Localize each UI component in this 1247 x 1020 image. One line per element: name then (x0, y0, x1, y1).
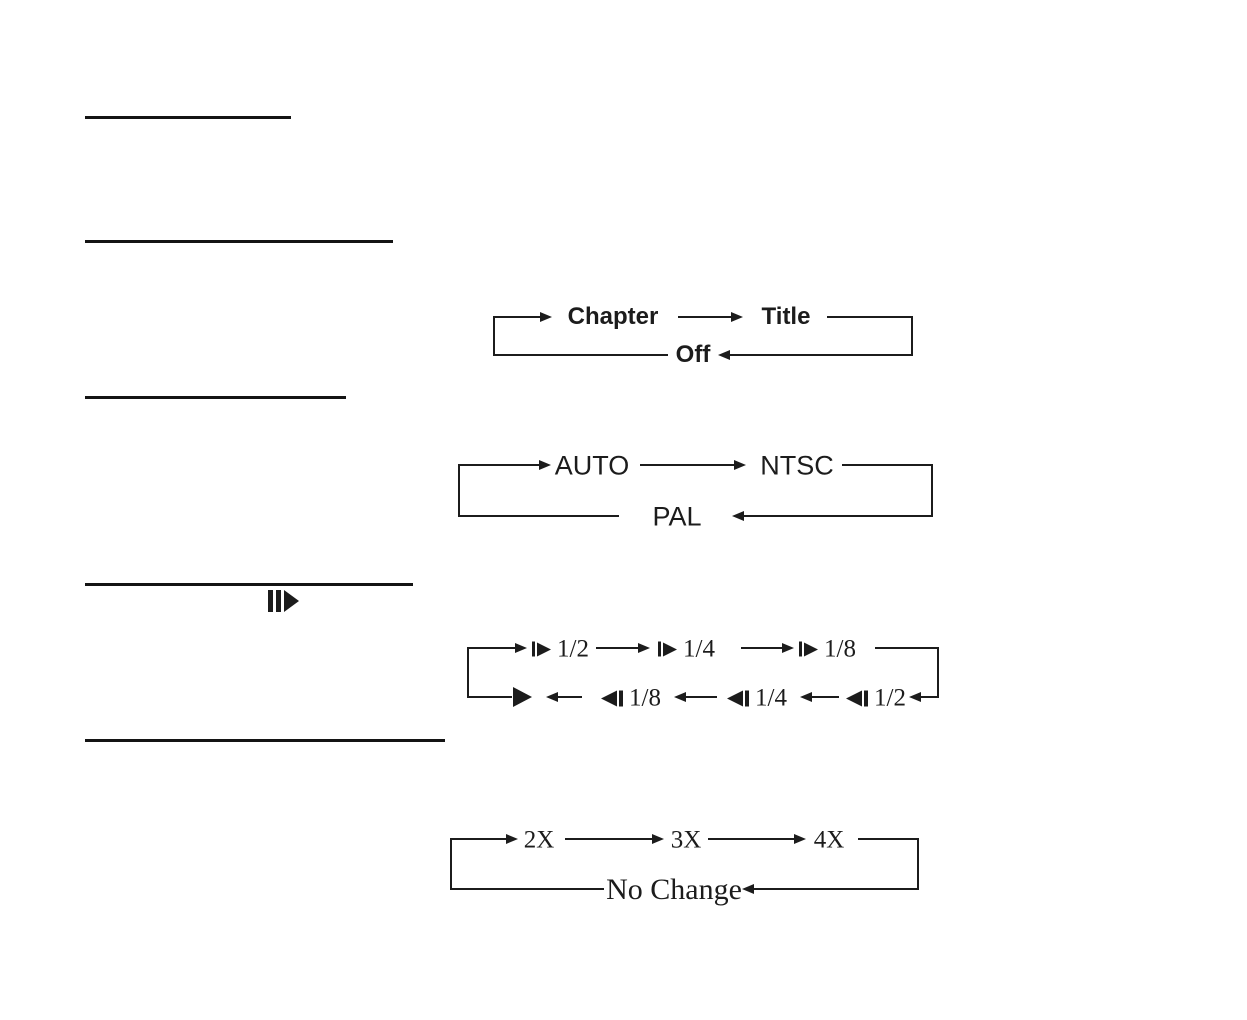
connector-line (467, 647, 515, 649)
zoom-option-3x: 3X (670, 826, 702, 854)
pause-bar (276, 590, 281, 612)
tv-option-auto: AUTO (554, 450, 630, 481)
slow-speed-label: 1/4 (755, 684, 787, 712)
connector-line (467, 647, 469, 698)
slow-forward-step: 1/4 (658, 637, 715, 662)
slow-reverse-icon (601, 690, 623, 706)
zoom-option-no-change: No Change (606, 873, 742, 906)
tv-option-pal: PAL (652, 501, 702, 532)
slow-forward-step: 1/8 (799, 637, 856, 662)
osd-option-chapter: Chapter (567, 303, 659, 330)
osd-option-title: Title (761, 303, 811, 330)
zoom-option-2x: 2X (523, 826, 555, 854)
connector-line (596, 647, 638, 649)
connector-line (458, 464, 539, 466)
connector-line (917, 838, 919, 890)
slow-reverse-step: 1/2 (846, 686, 906, 711)
slow-forward-icon (799, 641, 818, 657)
heading-rule-1 (85, 116, 291, 119)
slow-speed-label: 1/8 (824, 635, 856, 663)
slow-speed-label: 1/8 (629, 684, 661, 712)
connector-line (467, 696, 512, 698)
connector-line (458, 464, 460, 517)
connector-line (493, 316, 541, 318)
connector-line (450, 838, 452, 890)
play-triangle (284, 590, 299, 612)
arrow-right-icon (731, 312, 743, 322)
slow-forward-step: 1/2 (532, 637, 589, 662)
heading-rule-4 (85, 583, 413, 586)
arrow-left-icon (732, 511, 744, 521)
slow-reverse-step: 1/4 (727, 686, 787, 711)
slow-reverse-icon (727, 690, 749, 706)
connector-line (450, 838, 506, 840)
zoom-option-4x: 4X (813, 826, 845, 854)
arrow-left-icon (674, 692, 686, 702)
slow-forward-icon (658, 641, 677, 657)
slow-reverse-step: 1/8 (601, 686, 661, 711)
slow-speed-label: 1/2 (557, 635, 589, 663)
arrow-right-icon (794, 834, 806, 844)
connector-line (911, 316, 913, 356)
connector-line (812, 696, 839, 698)
connector-line (931, 464, 933, 517)
connector-line (558, 696, 582, 698)
slow-speed-label: 1/2 (874, 684, 906, 712)
osd-option-off: Off (675, 341, 711, 368)
connector-line (842, 464, 933, 466)
connector-line (565, 838, 652, 840)
arrow-left-icon (546, 692, 558, 702)
connector-line (493, 316, 495, 356)
connector-line (754, 888, 919, 890)
tv-option-ntsc: NTSC (760, 450, 834, 481)
heading-rule-5 (85, 739, 445, 742)
connector-line (493, 354, 668, 356)
connector-line (730, 354, 913, 356)
arrow-right-icon (515, 643, 527, 653)
heading-rule-3 (85, 396, 346, 399)
connector-line (921, 696, 939, 698)
slow-reverse-icon (846, 690, 868, 706)
connector-line (708, 838, 794, 840)
arrow-right-icon (506, 834, 518, 844)
connector-line (450, 888, 604, 890)
slow-speed-label: 1/4 (683, 635, 715, 663)
connector-line (875, 647, 939, 649)
slow-play-icon (268, 590, 299, 612)
arrow-left-icon (800, 692, 812, 702)
pause-bar (268, 590, 273, 612)
arrow-left-icon (718, 350, 730, 360)
connector-line (640, 464, 734, 466)
connector-line (458, 515, 619, 517)
connector-line (678, 316, 732, 318)
slow-forward-icon (532, 641, 551, 657)
arrow-right-icon (782, 643, 794, 653)
arrow-right-icon (652, 834, 664, 844)
arrow-left-icon (909, 692, 921, 702)
arrow-right-icon (539, 460, 551, 470)
connector-line (937, 647, 939, 698)
arrow-right-icon (540, 312, 552, 322)
connector-line (827, 316, 913, 318)
connector-line (744, 515, 933, 517)
play-icon (513, 687, 532, 707)
arrow-right-icon (734, 460, 746, 470)
arrow-left-icon (742, 884, 754, 894)
arrow-right-icon (638, 643, 650, 653)
connector-line (686, 696, 717, 698)
connector-line (741, 647, 782, 649)
heading-rule-2 (85, 240, 393, 243)
connector-line (858, 838, 919, 840)
